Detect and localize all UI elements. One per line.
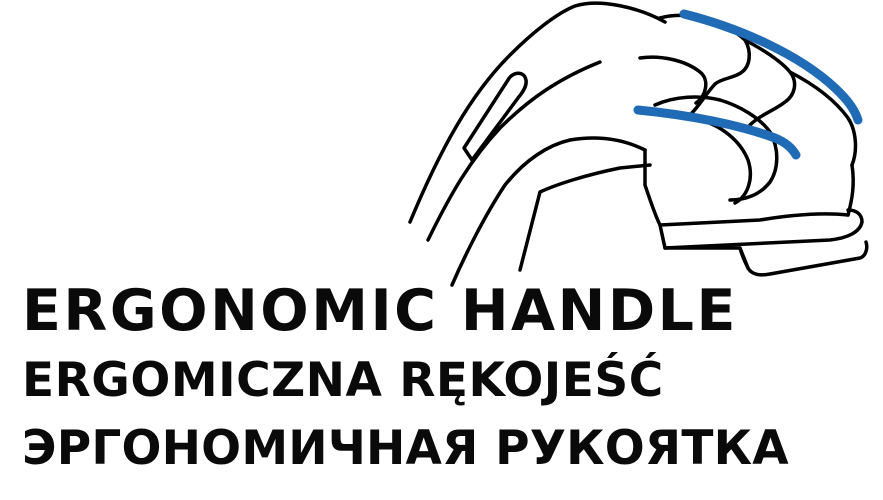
caption-polish: ERGOMICZNA RĘKOJEŚĆ <box>22 353 664 408</box>
handle-highlight <box>633 9 863 160</box>
hand-outline <box>408 1 869 287</box>
caption-russian: ЭРГОНОМИЧНАЯ РУКОЯТКА <box>22 421 789 476</box>
caption-english: ERGONOMIC HANDLE <box>22 278 738 344</box>
